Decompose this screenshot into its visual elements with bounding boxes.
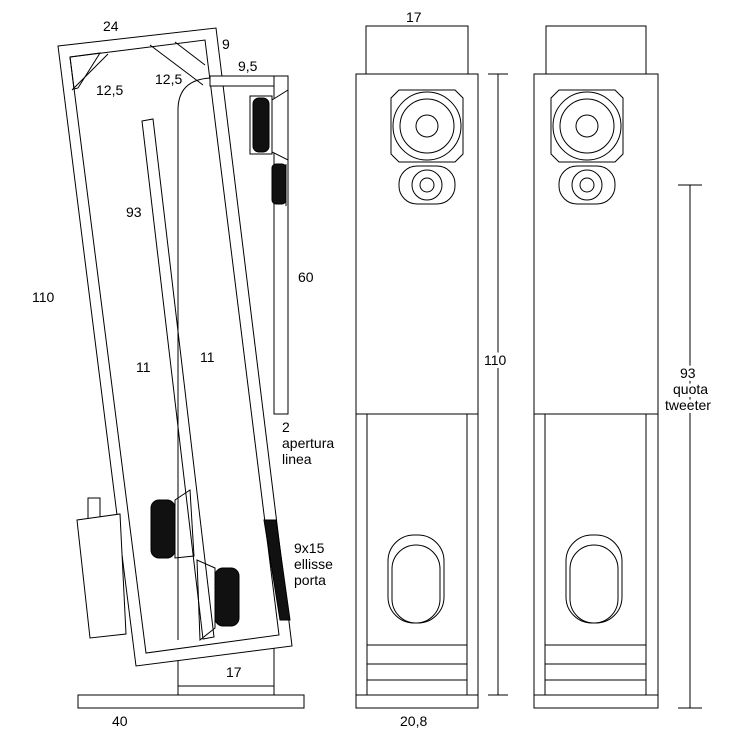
front2-label-tweeter: tweeter bbox=[665, 397, 711, 413]
side-label-brace-left: 12,5 bbox=[96, 82, 123, 98]
side-label-port-text-1: ellisse bbox=[294, 556, 333, 572]
side-baffle-front bbox=[273, 75, 289, 415]
side-back-box bbox=[76, 513, 127, 639]
side-label-line-height: 60 bbox=[298, 269, 314, 285]
front1-port-outer bbox=[387, 534, 445, 624]
front2-mid-plate bbox=[558, 165, 616, 205]
side-label-opening-text-1: apertura bbox=[282, 435, 334, 451]
front-view-1: 17 110 20,8 bbox=[355, 9, 510, 729]
front1-tweeter-dome bbox=[415, 114, 439, 138]
front1-label-top-block: 17 bbox=[406, 9, 422, 25]
side-port-strip bbox=[263, 519, 291, 621]
front2-port-outer bbox=[565, 534, 623, 624]
side-label-base-inner: 17 bbox=[226, 664, 242, 680]
side-mid-magnet bbox=[271, 163, 287, 205]
side-label-opening-text-2: linea bbox=[282, 451, 312, 467]
side-enclosure-inner bbox=[69, 39, 280, 654]
side-label-baffle-top: 9,5 bbox=[238, 58, 258, 74]
front2-label-quota: quota bbox=[673, 381, 708, 397]
side-base-plate bbox=[77, 694, 305, 709]
side-label-brace-right: 12,5 bbox=[155, 71, 182, 87]
side-tweeter-cone bbox=[271, 89, 289, 161]
side-label-port-size: 9x15 bbox=[294, 540, 325, 556]
side-label-top-width: 24 bbox=[103, 18, 119, 34]
side-label-base-plate: 40 bbox=[112, 713, 128, 729]
side-tweeter-magnet bbox=[252, 97, 270, 153]
side-woofer-2 bbox=[214, 567, 240, 627]
side-label-opening-value: 2 bbox=[282, 419, 290, 435]
front1-label-height: 110 bbox=[484, 352, 507, 368]
front2-base bbox=[533, 694, 659, 709]
side-label-top-right: 9 bbox=[222, 36, 230, 52]
side-label-height: 110 bbox=[32, 289, 55, 305]
side-label-inner-panel: 93 bbox=[126, 204, 142, 220]
front1-mid-plate bbox=[398, 165, 456, 205]
front1-port-inner bbox=[391, 544, 441, 624]
front1-base bbox=[355, 694, 479, 709]
side-label-port-text-2: porta bbox=[294, 572, 326, 588]
side-label-channel-left: 11 bbox=[136, 359, 151, 375]
front2-top-block bbox=[545, 25, 647, 75]
side-label-channel-right: 11 bbox=[200, 349, 215, 365]
front-view-2: 93 quota tweeter bbox=[533, 25, 714, 709]
front2-label-height: 93 bbox=[680, 365, 696, 381]
front1-label-base: 20,8 bbox=[400, 713, 427, 729]
front1-top-block bbox=[365, 25, 469, 75]
side-woofer-1 bbox=[150, 499, 176, 559]
side-view: 24 9 12,5 12,5 9,5 110 93 11 11 60 2 ape… bbox=[32, 18, 334, 729]
side-brace-left bbox=[69, 52, 101, 90]
front1-tweeter-outer bbox=[392, 91, 462, 161]
